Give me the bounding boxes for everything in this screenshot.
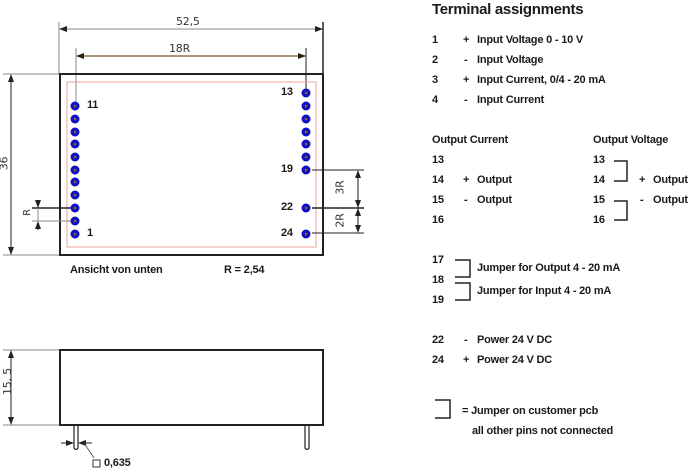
height-dimension-label: 36 bbox=[0, 156, 11, 171]
input-sign: - bbox=[464, 94, 468, 106]
input-desc: Input Voltage bbox=[477, 54, 544, 66]
pin-label-1: 1 bbox=[87, 227, 93, 239]
dim-3r-label: 3R bbox=[333, 180, 347, 195]
right-pin-row bbox=[301, 88, 311, 239]
oc-pin: 13 bbox=[432, 154, 444, 166]
pitch-dimension bbox=[32, 200, 74, 230]
oc-sign: + bbox=[463, 174, 470, 186]
dim-2r-label: 2R bbox=[333, 213, 347, 228]
pitch-dimension-label: R bbox=[21, 209, 33, 216]
height-dimension bbox=[3, 73, 60, 256]
oc-pin: 16 bbox=[432, 214, 444, 226]
keepout-outline bbox=[66, 81, 317, 248]
jumper-output-desc: Jumper for Output 4 - 20 mA bbox=[477, 262, 621, 274]
input-pin: 1 bbox=[432, 34, 438, 46]
board-outline bbox=[59, 73, 324, 256]
ov-pin: 14 bbox=[593, 174, 605, 186]
input-pin: 3 bbox=[432, 74, 438, 86]
jumper-pin: 19 bbox=[432, 294, 444, 306]
legend-nc-note: all other pins not connected bbox=[472, 425, 614, 437]
input-desc: Input Current, 0/4 - 20 mA bbox=[477, 74, 606, 86]
jumper-pin: 18 bbox=[432, 274, 444, 286]
ov-plus-sign: + bbox=[639, 174, 646, 186]
pin-label-11: 11 bbox=[87, 99, 99, 111]
oc-pin: 14 bbox=[432, 174, 444, 186]
output-voltage-header: Output Voltage bbox=[593, 134, 669, 146]
pin-label-24: 24 bbox=[281, 227, 293, 239]
power-pin: 22 bbox=[432, 334, 444, 346]
input-sign: + bbox=[463, 74, 470, 86]
pin-span-dimension-label: 18R bbox=[169, 42, 191, 55]
power-desc: Power 24 V DC bbox=[477, 334, 553, 346]
pin-label-22: 22 bbox=[281, 201, 293, 213]
right-pin-centers bbox=[304, 91, 308, 236]
pin-label-13: 13 bbox=[281, 86, 293, 98]
jumper-pin: 17 bbox=[432, 254, 444, 266]
ov-minus-desc: Output bbox=[653, 194, 688, 206]
right-dimensions bbox=[312, 169, 364, 234]
output-current-header: Output Current bbox=[432, 134, 509, 146]
ov-pin: 13 bbox=[593, 154, 605, 166]
input-pin: 2 bbox=[432, 54, 438, 66]
width-dimension bbox=[58, 22, 324, 75]
ov-minus-sign: - bbox=[640, 194, 644, 206]
ov-pin: 16 bbox=[593, 214, 605, 226]
jumper-brackets bbox=[455, 259, 471, 301]
side-height-dimension-label: 15, 5 bbox=[1, 368, 14, 395]
pin-label-19: 19 bbox=[281, 163, 293, 175]
legend-jumper-symbol bbox=[435, 399, 451, 419]
power-sign: - bbox=[464, 334, 468, 346]
terminal-assignments-title: Terminal assignments bbox=[432, 1, 584, 18]
left-pin-centers bbox=[73, 104, 77, 236]
ov-plus-desc: Output bbox=[653, 174, 688, 186]
width-dimension-label: 52,5 bbox=[176, 15, 200, 28]
jumper-input-desc: Jumper for Input 4 - 20 mA bbox=[477, 285, 612, 297]
oc-pin: 15 bbox=[432, 194, 444, 206]
pin-size-label: 0,635 bbox=[104, 457, 131, 469]
oc-desc: Output bbox=[477, 194, 512, 206]
legend-jumper-note: = Jumper on customer pcb bbox=[462, 405, 599, 417]
input-pin: 4 bbox=[432, 94, 438, 106]
side-view bbox=[3, 349, 324, 468]
input-sign: + bbox=[463, 34, 470, 46]
output-voltage-brackets bbox=[614, 160, 628, 221]
power-sign: + bbox=[463, 354, 470, 366]
input-desc: Input Voltage 0 - 10 V bbox=[477, 34, 584, 46]
view-caption: Ansicht von unten bbox=[70, 264, 163, 276]
input-sign: - bbox=[464, 54, 468, 66]
oc-sign: - bbox=[464, 194, 468, 206]
input-desc: Input Current bbox=[477, 94, 545, 106]
ov-pin: 15 bbox=[593, 194, 605, 206]
power-pin: 24 bbox=[432, 354, 444, 366]
power-desc: Power 24 V DC bbox=[477, 354, 553, 366]
oc-desc: Output bbox=[477, 174, 512, 186]
pitch-value: R = 2,54 bbox=[224, 264, 265, 276]
